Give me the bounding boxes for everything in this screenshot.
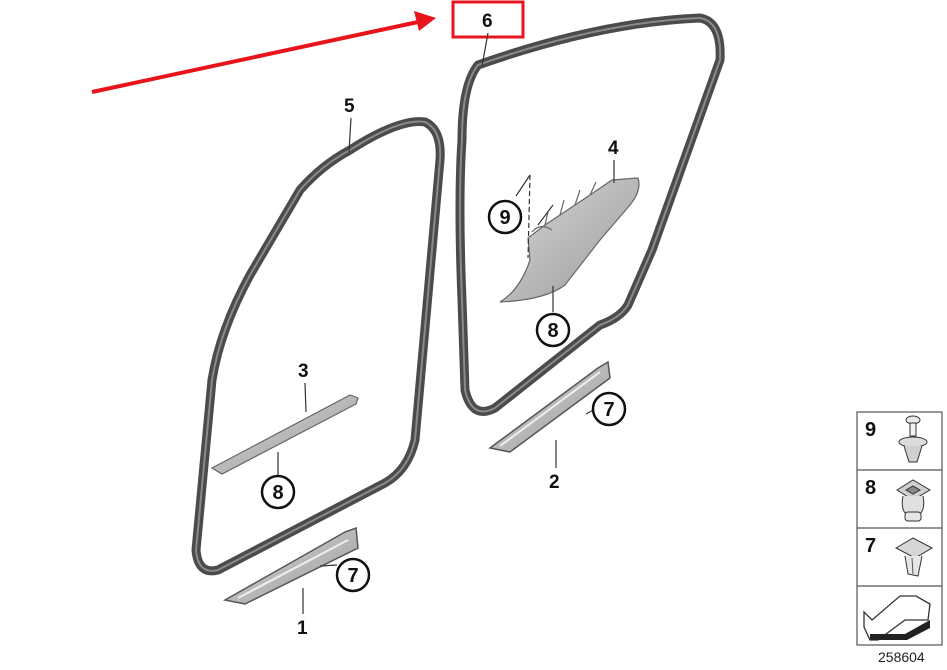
legend-item-direction xyxy=(863,595,931,641)
legend-item-8[interactable]: 8 xyxy=(865,477,931,522)
svg-text:9: 9 xyxy=(865,419,876,441)
pillar-trim-panel[interactable] xyxy=(499,177,640,303)
circled-callout-7-rear: 7 xyxy=(335,557,371,593)
callout-1: 1 xyxy=(297,618,308,639)
svg-text:7: 7 xyxy=(347,565,358,587)
callout-2: 2 xyxy=(549,472,560,493)
reference-number: 258604 xyxy=(878,649,925,665)
legend-item-7[interactable]: 7 xyxy=(865,535,934,577)
svg-text:7: 7 xyxy=(865,535,876,557)
callout-4: 4 xyxy=(608,138,619,159)
callout-5: 5 xyxy=(344,96,355,117)
callout-3: 3 xyxy=(298,361,309,382)
direction-arrow-icon xyxy=(863,595,931,641)
clip-nut-icon xyxy=(896,479,931,522)
legend-item-9[interactable]: 9 xyxy=(865,415,928,463)
circled-callout-8-front: 8 xyxy=(535,312,571,348)
svg-text:8: 8 xyxy=(547,320,558,342)
highlight-arrow xyxy=(91,11,436,94)
svg-text:7: 7 xyxy=(603,399,614,421)
entrance-cover-strip-rear[interactable] xyxy=(222,526,359,605)
svg-text:8: 8 xyxy=(865,477,876,499)
trim-strip[interactable] xyxy=(210,394,359,475)
fastener-legend: 9 8 7 xyxy=(856,411,943,646)
callout-highlight-box xyxy=(451,0,525,39)
circled-callout-7-front: 7 xyxy=(591,391,627,427)
svg-text:8: 8 xyxy=(272,482,283,504)
circled-callout-8-rear: 8 xyxy=(260,474,296,510)
rear-door-seal[interactable] xyxy=(191,117,445,576)
front-door-seal[interactable] xyxy=(455,13,725,416)
svg-text:9: 9 xyxy=(499,207,510,229)
entrance-cover-strip-front[interactable] xyxy=(488,360,611,453)
leader-lines xyxy=(277,32,615,614)
callout-6: 6 xyxy=(482,11,493,32)
expanding-clip-icon xyxy=(894,537,934,577)
circled-callout-9: 9 xyxy=(487,199,523,235)
push-rivet-icon xyxy=(898,415,928,463)
